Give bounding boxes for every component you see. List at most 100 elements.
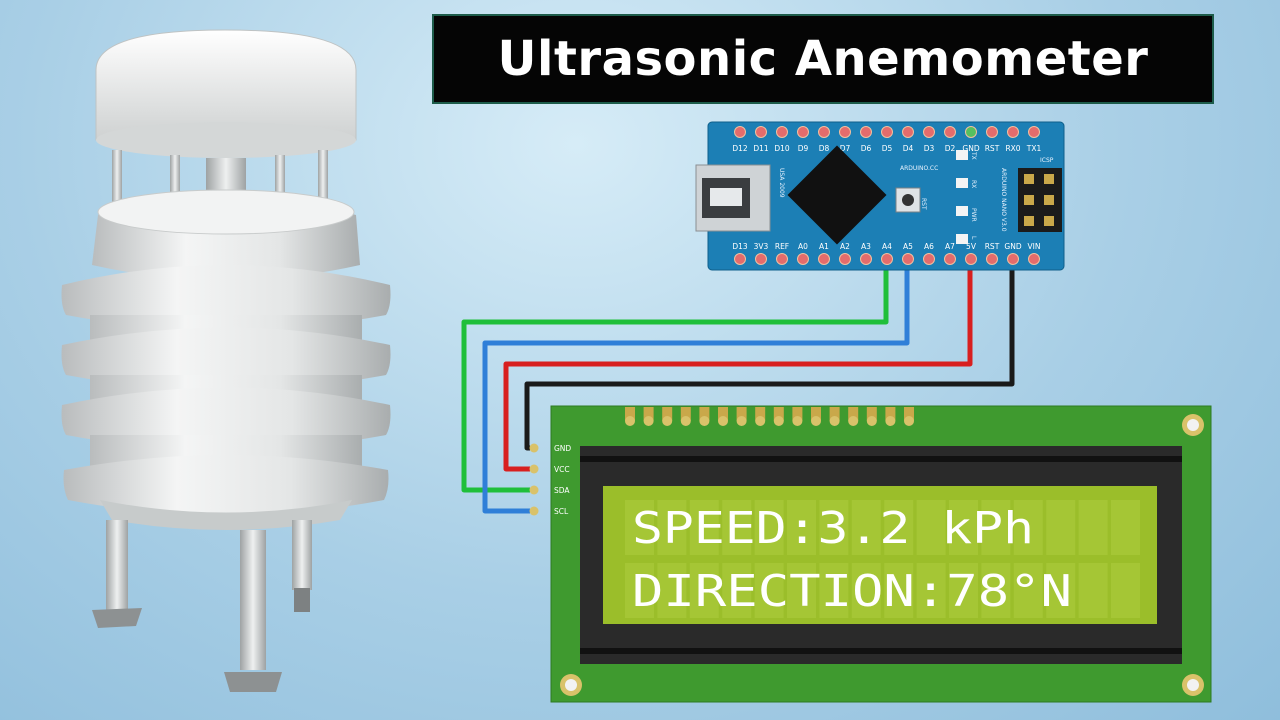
pin-top-tx1 (1028, 126, 1040, 138)
pin-bottom-label: REF (775, 242, 789, 251)
pin-bottom-label: A5 (903, 242, 913, 251)
pin-bottom-a5 (902, 253, 914, 265)
lcd-cell (689, 563, 719, 618)
pin-top-d11 (755, 126, 767, 138)
lcd-cell (1013, 563, 1043, 618)
lcd-cell (1013, 500, 1043, 555)
lcd-cell (949, 563, 978, 618)
i2c-pin-vcc (529, 464, 539, 474)
pin-bottom-label: A1 (819, 242, 829, 251)
lcd-cell (819, 500, 849, 555)
pin-top-d7 (839, 126, 851, 138)
lcd-cell (819, 563, 849, 618)
lcd-header-pad (680, 416, 691, 426)
lcd-header-pad (699, 416, 710, 426)
lcd-header-pin (811, 407, 821, 421)
lcd-cell (1046, 563, 1076, 618)
pin-top-label: D11 (753, 144, 769, 153)
led-l (956, 234, 968, 244)
pin-top-label: D7 (840, 144, 851, 153)
lcd-header-pad (662, 416, 673, 426)
pin-top-d3 (923, 126, 935, 138)
lcd-line-2: DIRECTION:78°N (632, 566, 1072, 617)
lcd-cell (851, 500, 881, 555)
wire-a5-scl (482, 262, 910, 514)
sensor-top-cap (95, 29, 357, 158)
pin-bottom-label: A7 (945, 242, 955, 251)
lcd-cell (625, 563, 654, 618)
lcd-cell (851, 563, 881, 618)
pin-top-rx0 (1007, 126, 1019, 138)
pin-top-label: D3 (924, 144, 935, 153)
led-label: RX (970, 180, 977, 188)
sensor-legs (92, 520, 312, 692)
lcd-header-pad (643, 416, 654, 426)
pin-bottom-label: VIN (1028, 242, 1041, 251)
lcd-header-pad (866, 416, 877, 426)
lcd-cell (689, 500, 719, 555)
pin-top-d2 (944, 126, 956, 138)
pin-top-label: RST (985, 144, 1000, 153)
lcd-cell (657, 563, 687, 618)
lcd-cell (981, 563, 1011, 618)
lcd-header-pin (848, 407, 859, 421)
lcd-cell (1111, 563, 1140, 618)
lcd-cell (787, 500, 816, 555)
pin-bottom-label: D13 (732, 242, 748, 251)
lcd-cell (1078, 563, 1108, 618)
rst-button-label: RST (920, 198, 927, 210)
pin-bottom-ref (776, 253, 788, 265)
i2c-pin-label: SCL (554, 507, 569, 516)
lcd-header-pad (755, 416, 766, 426)
wire-gnd-gnd (524, 262, 1015, 451)
lcd-cell (949, 500, 978, 555)
lcd-cell (754, 500, 784, 555)
microcontroller-chip (787, 145, 887, 245)
title-banner: Ultrasonic Anemometer (432, 14, 1214, 104)
pin-bottom-gnd (1007, 253, 1019, 265)
wires (461, 262, 1015, 514)
led-label: L (970, 236, 977, 240)
pin-top-label: D4 (903, 144, 914, 153)
pin-top-rst (986, 126, 998, 138)
lcd-cell (657, 500, 687, 555)
lcd-header-pad (848, 416, 859, 426)
pin-bottom-5v (965, 253, 977, 265)
pin-bottom-a7 (944, 253, 956, 265)
lcd-header-pin (699, 407, 710, 421)
i2c-pin-gnd (529, 443, 539, 453)
pin-top-label: TX1 (1026, 144, 1042, 153)
pin-bottom-label: A4 (882, 242, 892, 251)
pin-top-label: GND (962, 144, 979, 153)
lcd-header-pad (885, 416, 896, 426)
pin-bottom-label: A6 (924, 242, 934, 251)
lcd-header-pin (904, 407, 914, 421)
lcd-cell (916, 500, 946, 555)
pin-top-d10 (776, 126, 788, 138)
lcd-cell (1046, 500, 1076, 555)
brand-label: ARDUINO.CC (900, 165, 938, 172)
pin-bottom-a6 (923, 253, 935, 265)
pin-bottom-a4 (881, 253, 893, 265)
pin-bottom-d13 (734, 253, 746, 265)
lcd-header-pad (829, 416, 840, 426)
pin-bottom-label: A0 (798, 242, 808, 251)
led-pwr (956, 206, 968, 216)
wire-5v-vcc (503, 262, 973, 472)
lcd-header-pin (643, 407, 654, 421)
i2c-pin-sda (529, 485, 539, 495)
i2c-pin-label: SDA (554, 486, 570, 495)
lcd-header-pad (718, 416, 728, 426)
lcd-cell (981, 500, 1011, 555)
pin-top-label: D9 (798, 144, 809, 153)
lcd-header-pad (811, 416, 821, 426)
lcd-cell (625, 500, 654, 555)
pin-top-gnd (965, 126, 977, 138)
lcd-header-pad (904, 416, 914, 426)
lcd-cell (1111, 500, 1140, 555)
pin-bottom-a1 (818, 253, 830, 265)
